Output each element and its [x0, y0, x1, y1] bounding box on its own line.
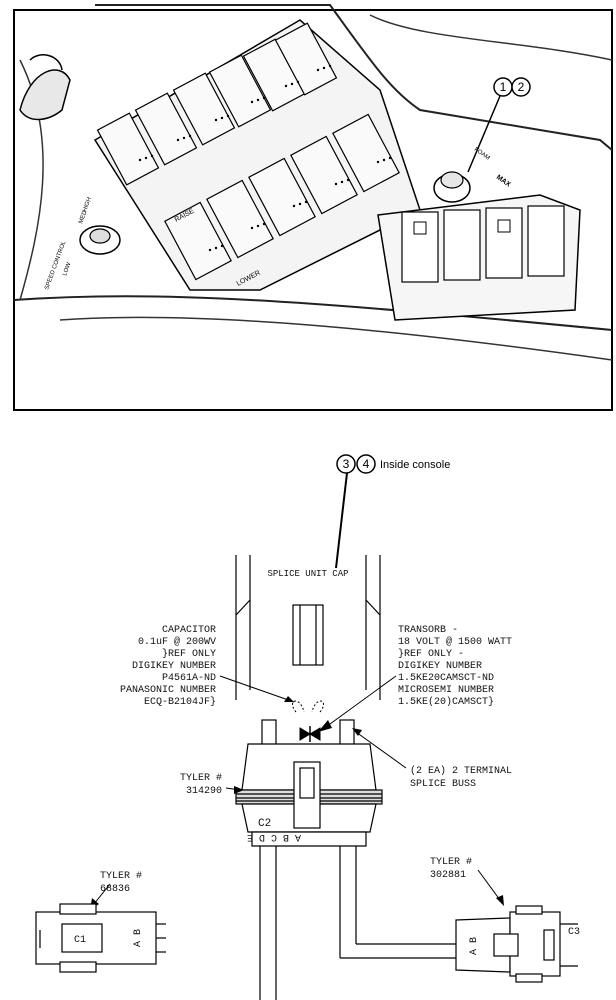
- callout-2: 2: [518, 80, 525, 94]
- transorb-line: MICROSEMI NUMBER: [398, 685, 494, 696]
- callout-3: 3: [343, 457, 350, 471]
- capacitor-line: PANASONIC NUMBER: [120, 685, 216, 696]
- tyler-right-number: 302881: [430, 870, 466, 881]
- speed-med-label: MED: [78, 209, 88, 224]
- transorb-line: }REF ONLY -: [398, 648, 464, 660]
- wire-bundle: [259, 846, 456, 1000]
- callout-1: 1: [500, 80, 507, 94]
- connector-c3: [455, 905, 578, 983]
- splice-buss-line: SPLICE BUSS: [410, 779, 476, 790]
- c3-pins: A B: [469, 937, 480, 955]
- tyler-left-number: 68836: [100, 884, 130, 895]
- inside-console-note: Inside console: [380, 459, 450, 471]
- transorb-line: TRANSORB -: [398, 625, 458, 636]
- transorb-symbol: [291, 700, 325, 742]
- wiring-diagram: 3 4 Inside console SPLICE UNIT CAP CAPAC…: [35, 454, 580, 1000]
- capacitor-line: ECQ-B2104JF}: [144, 696, 216, 708]
- callout-3-4: 3 4 Inside console: [335, 454, 450, 569]
- tyler-main-label: TYLER #: [180, 773, 222, 784]
- speed-high-label: HIGH: [82, 197, 93, 213]
- capacitor-line: }REF ONLY: [162, 648, 216, 660]
- connector-c1: [35, 903, 166, 973]
- tyler-right-label: TYLER #: [430, 857, 472, 868]
- transorb-notes: TRANSORB - 18 VOLT @ 1500 WATT }REF ONLY…: [398, 625, 512, 708]
- callout-4: 4: [363, 457, 370, 471]
- c1-pins: A B: [133, 929, 144, 947]
- tyler-main-number: 314290: [186, 786, 222, 797]
- callout-1-2: 1 2: [467, 77, 531, 173]
- c1-label: C1: [74, 935, 86, 946]
- connector-c2: [235, 719, 383, 847]
- right-switch-module: [377, 194, 581, 321]
- console-illustration: RAISE LOWER SPEED CONTROL LOW MED HIGH F…: [13, 4, 613, 411]
- speed-low-label: LOW: [62, 261, 72, 276]
- splice-buss-line: (2 EA) 2 TERMINAL: [410, 765, 512, 777]
- splice-unit-cap: [235, 555, 381, 700]
- transorb-line: 1.5KE20CAMSCT-ND: [398, 673, 494, 684]
- c2-pins: A B C D E: [247, 831, 301, 842]
- c2-label: C2: [258, 818, 271, 830]
- c3-label: C3: [568, 927, 580, 938]
- capacitor-line: DIGIKEY NUMBER: [132, 661, 216, 672]
- splice-cap-label: SPLICE UNIT CAP: [267, 569, 348, 579]
- capacitor-line: CAPACITOR: [162, 625, 216, 636]
- tyler-left-label: TYLER #: [100, 871, 142, 882]
- transorb-line: 18 VOLT @ 1500 WATT: [398, 636, 512, 648]
- capacitor-line: P4561A-ND: [162, 673, 216, 684]
- capacitor-line: 0.1uF @ 200WV: [138, 636, 216, 648]
- capacitor-notes: CAPACITOR 0.1uF @ 200WV }REF ONLY DIGIKE…: [120, 625, 216, 708]
- transorb-line: DIGIKEY NUMBER: [398, 661, 482, 672]
- transorb-line: 1.5KE(20)CAMSCT}: [398, 696, 494, 708]
